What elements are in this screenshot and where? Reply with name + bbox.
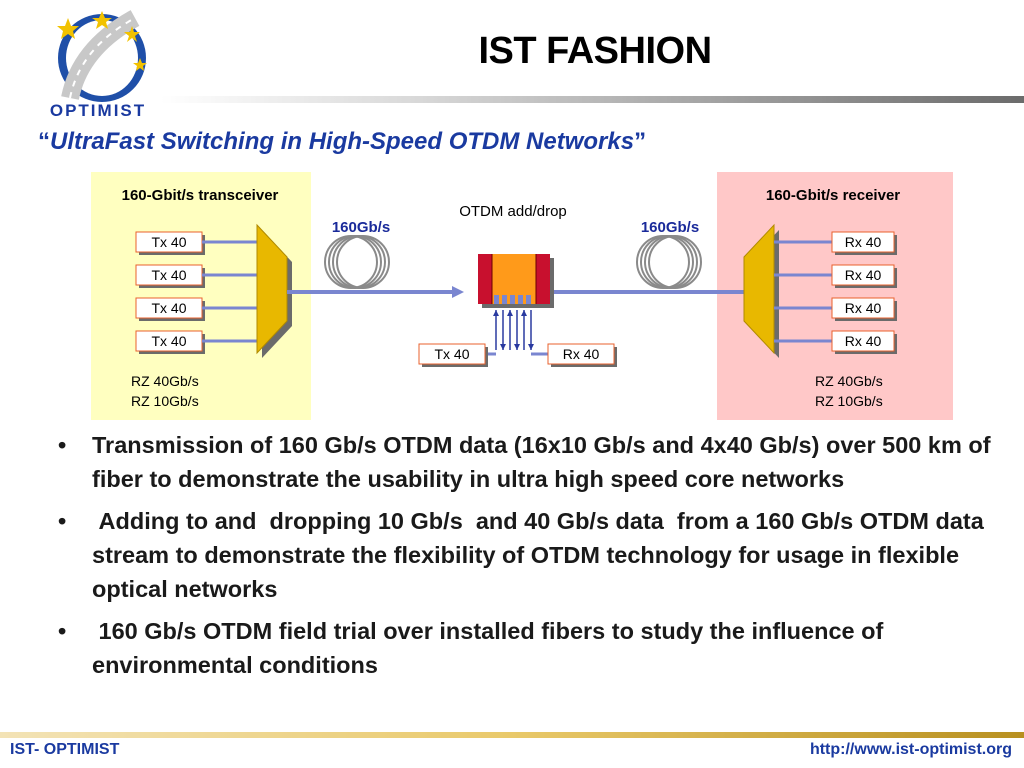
receiver-format-2: RZ 10Gb/s <box>815 393 883 409</box>
add-tx-box: Tx 40 <box>418 343 488 367</box>
tx-box-1: Tx 40 <box>135 231 205 255</box>
bullet-text-1: Transmission of 160 Gb/s OTDM data (16x1… <box>92 432 991 492</box>
link-rate-left: 160Gb/s <box>332 219 390 236</box>
bullet-symbol: • <box>58 432 67 458</box>
tx-box-4: Tx 40 <box>135 330 205 354</box>
drop-rx-label: Rx 40 <box>563 346 600 362</box>
page-title: IST FASHION <box>478 30 712 72</box>
bullet-text-3: 160 Gb/s OTDM field trial over installed… <box>92 618 890 678</box>
rx-box-2: Rx 40 <box>831 264 897 288</box>
tx-box-2: Tx 40 <box>135 264 205 288</box>
subtitle-text: UltraFast Switching in High-Speed OTDM N… <box>50 128 635 155</box>
footer-project-name: IST- OPTIMIST <box>10 741 120 758</box>
add-tx-label: Tx 40 <box>434 346 469 362</box>
optimist-logo <box>57 10 147 102</box>
multiplexer <box>256 223 288 355</box>
link-rate-right: 160Gb/s <box>641 219 699 236</box>
footer-divider <box>0 732 1024 738</box>
rx-label-4: Rx 40 <box>845 333 882 349</box>
rx-box-3: Rx 40 <box>831 297 897 321</box>
rx-connectors <box>774 240 832 343</box>
fiber-spool-right-icon <box>636 235 702 289</box>
rx-label-2: Rx 40 <box>845 267 882 283</box>
subtitle-close-quote: ” <box>634 128 647 155</box>
transceiver-title: 160-Gbit/s transceiver <box>122 187 279 204</box>
otdm-diagram: 160-Gbit/s transceiver 160-Gbit/s receiv… <box>91 172 953 420</box>
fiber-spool-left-icon <box>324 235 390 289</box>
bullet-item-1: • Transmission of 160 Gb/s OTDM data (16x… <box>58 428 998 496</box>
fiber-arrow <box>452 286 464 298</box>
rx-box-4: Rx 40 <box>831 330 897 354</box>
page-subtitle: “UltraFast Switching in High-Speed OTDM … <box>38 128 646 156</box>
drop-rx-box: Rx 40 <box>547 343 617 367</box>
bullet-item-3: • 160 Gb/s OTDM field trial over install… <box>58 614 998 682</box>
rx-label-3: Rx 40 <box>845 300 882 316</box>
bullet-item-2: • Adding to and dropping 10 Gb/s and 40 … <box>58 504 998 606</box>
bullet-symbol: • <box>58 508 67 534</box>
header-divider <box>160 96 1024 103</box>
footer-url-link[interactable]: http://www.ist-optimist.org <box>809 741 1012 758</box>
tx-box-3: Tx 40 <box>135 297 205 321</box>
tx-label-1: Tx 40 <box>151 234 186 250</box>
transceiver-format-1: RZ 40Gb/s <box>131 373 199 389</box>
add-drop-title: OTDM add/drop <box>459 203 567 220</box>
bullet-text-2: Adding to and dropping 10 Gb/s and 40 Gb… <box>92 508 991 602</box>
logo-wordmark: OPTIMIST <box>49 101 147 120</box>
receiver-format-1: RZ 40Gb/s <box>815 373 883 389</box>
receiver-title: 160-Gbit/s receiver <box>766 187 900 204</box>
bullet-symbol: • <box>58 618 67 644</box>
tx-label-2: Tx 40 <box>151 267 186 283</box>
subtitle-open-quote: “ <box>38 128 50 155</box>
transceiver-format-2: RZ 10Gb/s <box>131 393 199 409</box>
tx-label-4: Tx 40 <box>151 333 186 349</box>
tx-connectors <box>202 240 258 343</box>
add-drop-arrowheads <box>493 310 534 350</box>
rx-label-1: Rx 40 <box>845 234 882 250</box>
tx-label-3: Tx 40 <box>151 300 186 316</box>
rx-box-1: Rx 40 <box>831 231 897 255</box>
demultiplexer <box>743 223 775 355</box>
add-drop-node <box>478 254 554 308</box>
bullet-list: • Transmission of 160 Gb/s OTDM data (16x… <box>58 428 998 690</box>
add-drop-arrows <box>495 310 532 350</box>
